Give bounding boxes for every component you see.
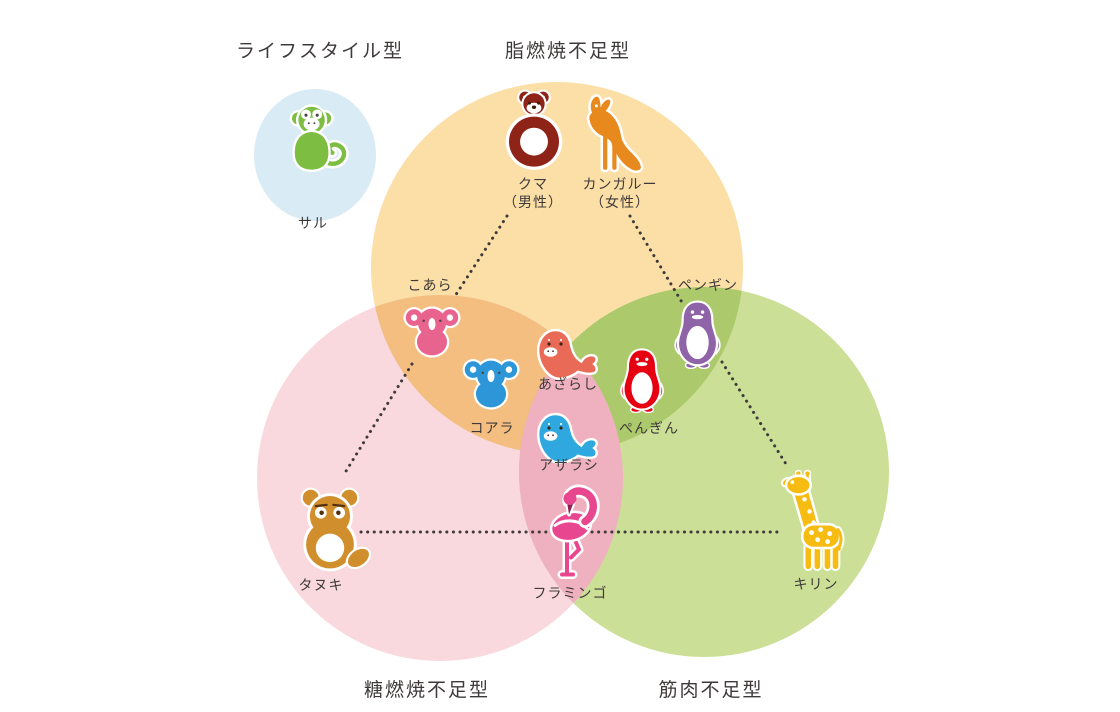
tanuki-icon — [288, 486, 372, 573]
connector-kangaroo-penguin — [628, 214, 685, 306]
koala-pink-label: こあら — [407, 277, 453, 293]
penguin-red-label: ぺんぎん — [619, 420, 679, 436]
connector-koala-tanuki — [341, 362, 414, 478]
monkey-icon — [278, 98, 358, 182]
tanuki-label: タヌキ — [298, 577, 344, 593]
title-lifestyle-type: ライフスタイル型 — [235, 41, 405, 62]
giraffe-label: キリン — [793, 576, 839, 592]
connector-penguin-giraffe — [720, 360, 788, 466]
title-muscle-deficiency-type: 筋肉不足型 — [658, 680, 764, 701]
title-sugar-burning-type: 糖燃焼不足型 — [363, 680, 491, 701]
seal-coral-icon — [529, 323, 609, 381]
koala-blue-label: コアラ — [469, 420, 515, 436]
connector-bear-koala — [453, 214, 509, 298]
penguin-purple-icon — [670, 298, 725, 371]
seal-blue-label: アザラシ — [539, 457, 599, 473]
seal-coral-label: あざらし — [538, 376, 598, 392]
monkey-label: サル — [298, 215, 328, 231]
flamingo-icon — [540, 481, 600, 582]
title-fat-burning-type: 脂燃焼不足型 — [504, 41, 632, 62]
koala-blue-icon — [459, 349, 523, 412]
kangaroo-label: カンガルー （女性） — [583, 176, 658, 211]
kangaroo-label-name: カンガルー — [582, 176, 658, 192]
bear-label: クマ （男性） — [503, 176, 563, 211]
bear-label-gender: （男性） — [503, 193, 563, 210]
flamingo-label: フラミンゴ — [532, 585, 608, 601]
giraffe-icon — [774, 469, 841, 570]
kangaroo-icon — [572, 94, 656, 174]
bear-icon — [505, 90, 563, 172]
fat-sugar-overlap — [371, 295, 623, 454]
penguin-red-icon — [616, 346, 668, 415]
koala-pink-icon — [400, 297, 464, 360]
kangaroo-label-gender: （女性） — [590, 193, 650, 210]
bear-label-name: クマ — [518, 176, 548, 192]
penguin-purple-label: ペンギン — [678, 277, 738, 293]
fat-muscle-overlap — [519, 287, 743, 454]
